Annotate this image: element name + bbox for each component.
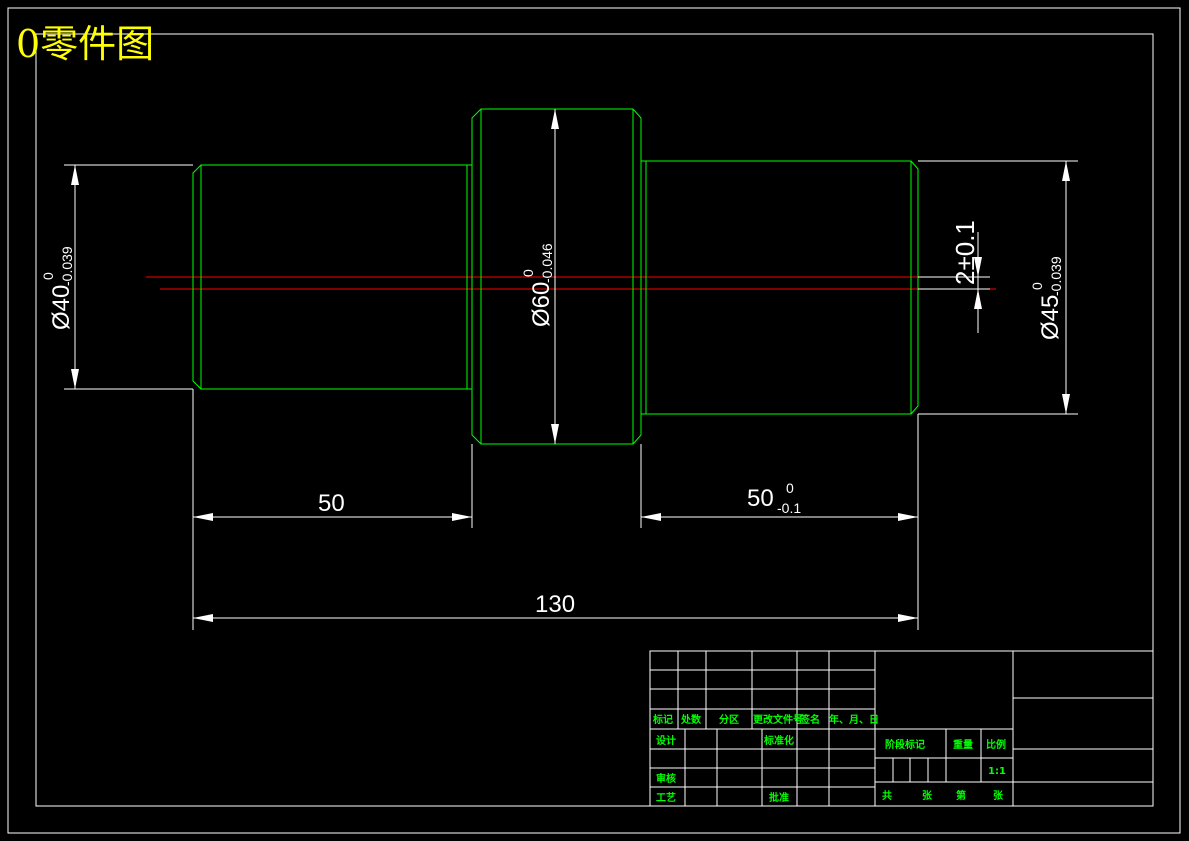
drawing-title: 0零件图 [16,22,154,66]
tb-standardize: 标准化 [763,734,794,747]
arrowheads [71,109,1070,622]
shaft-outline [192,108,919,445]
dim-len-right-tol-lower: -0.1 [777,500,801,516]
tb-approve: 批准 [769,791,789,804]
tb-date: 年、月、日 [829,713,879,726]
dim-d40-tol-upper: 0 [40,272,56,280]
tb-signature: 签名 [799,713,820,726]
drawing-frame [7,7,1181,834]
tb-zone: 分区 [719,713,739,726]
dim-d40-main: Ø40 [48,285,75,330]
dim-d60: Ø60 0 -0.046 [520,243,555,327]
tb-sheet: 张 [993,789,1004,802]
tb-stage-mark: 阶段标记 [885,738,925,751]
dim-d60-tol-lower: -0.046 [539,243,555,283]
dim-len-total: 130 [535,591,575,618]
dim-depth-text: 2±0.1 [950,220,980,285]
tb-review: 审核 [656,772,676,785]
dimension-lines [64,109,1078,630]
tb-mark: 标记 [652,713,673,726]
title-block [649,650,1154,807]
dim-d45-main: Ø45 [1037,295,1064,340]
dim-d45-tol-upper: 0 [1029,282,1045,290]
center-lines [146,276,996,290]
dim-d60-main: Ø60 [528,282,555,327]
dim-d45: Ø45 0 -0.039 [1029,256,1064,340]
dim-depth: 2±0.1 [950,220,980,285]
tb-count: 处数 [680,713,702,726]
title-block-labels: 标记 处数 分区 更改文件号 签名 年、月、日 设计 标准化 阶段标记 重量 比… [652,713,1006,804]
dim-len-right-tol-upper: 0 [786,480,794,496]
tb-scale: 比例 [986,738,1006,751]
dim-len-left: 50 [318,490,345,517]
dim-d40: Ø40 0 -0.039 [40,246,75,330]
dim-len-right-main: 50 [747,485,774,512]
tb-number: 第 [956,789,966,802]
tb-scale-value: 1:1 [988,766,1006,777]
tb-total: 共 [882,789,892,802]
tb-process: 工艺 [656,791,676,804]
tb-change-doc: 更改文件号 [753,713,803,726]
dim-d40-tol-lower: -0.039 [59,246,75,286]
dim-d60-tol-upper: 0 [520,269,536,277]
tb-design: 设计 [656,734,676,747]
tb-sheets: 张 [922,789,933,802]
dim-d45-tol-lower: -0.039 [1048,256,1064,296]
tb-weight: 重量 [953,738,973,751]
